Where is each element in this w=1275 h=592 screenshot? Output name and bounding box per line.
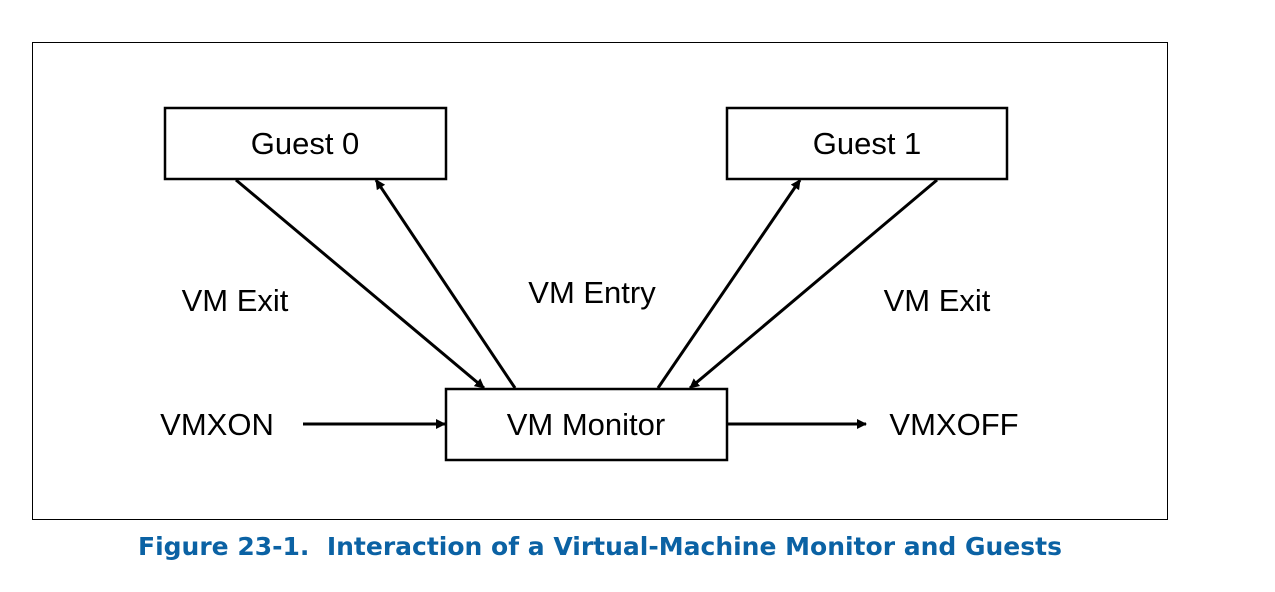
vm-exit-right-label: VM Exit	[884, 283, 991, 318]
vmxon-label: VMXON	[160, 407, 274, 442]
vm-monitor-label: VM Monitor	[507, 407, 665, 442]
guest-0-label: Guest 0	[251, 126, 360, 161]
vm-entry-label: VM Entry	[528, 275, 656, 310]
guest-1-node: Guest 1	[725, 106, 1009, 181]
figure-number: Figure 23-1.	[138, 532, 310, 561]
vm-exit-left-label: VM Exit	[182, 283, 289, 318]
vm-exit-guest1-arrow	[689, 178, 938, 390]
vm-entry-guest1-arrow	[656, 179, 802, 389]
vmxoff-label: VMXOFF	[889, 407, 1018, 442]
vm-exit-guest0-arrow	[235, 178, 485, 390]
figure-caption: Figure 23-1. Interaction of a Virtual-Ma…	[0, 532, 1200, 561]
vm-entry-guest0-arrow	[374, 179, 517, 389]
guest-0-node: Guest 0	[163, 106, 448, 181]
vm-monitor-node: VM Monitor	[444, 387, 729, 462]
guest-1-label: Guest 1	[813, 126, 922, 161]
figure-frame	[32, 42, 1168, 520]
figure-title: Interaction of a Virtual-Machine Monitor…	[326, 532, 1062, 561]
